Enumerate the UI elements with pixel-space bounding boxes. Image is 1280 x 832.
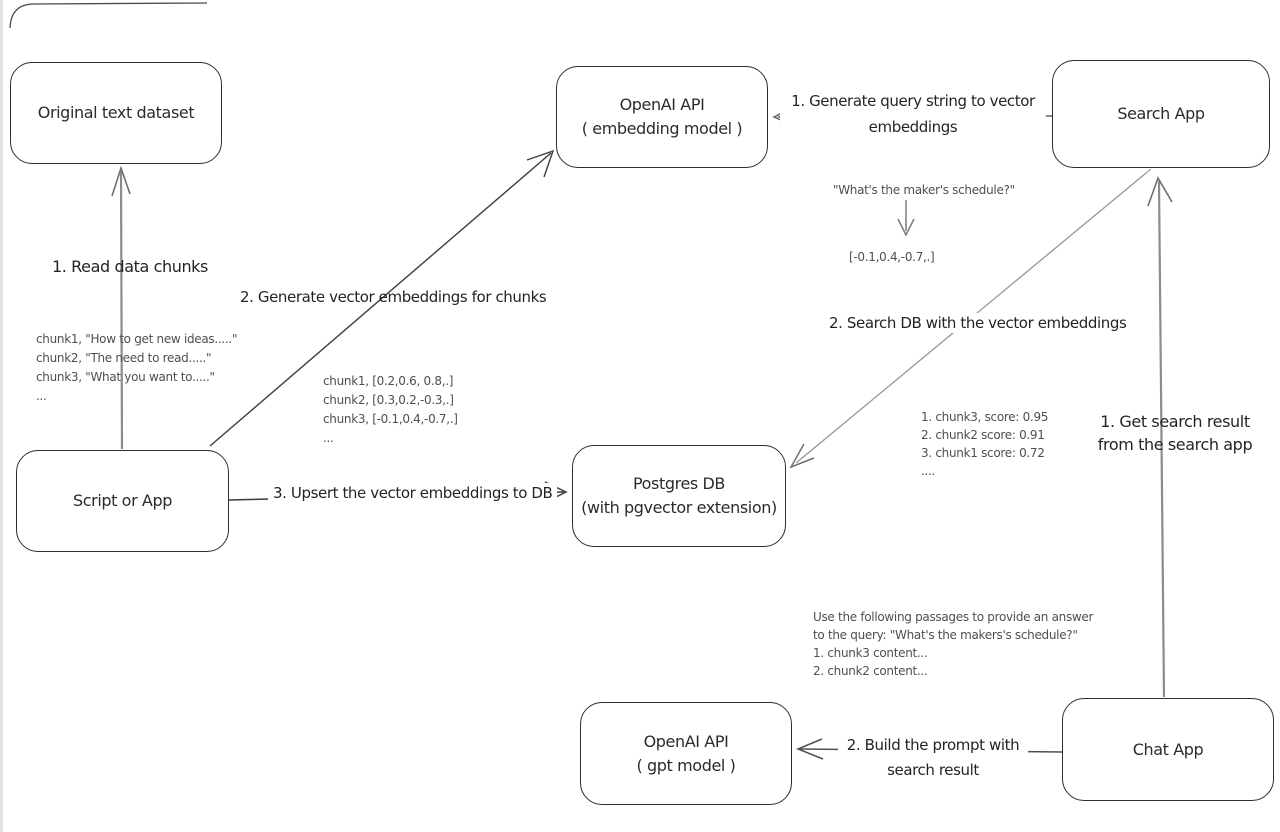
node-sublabel: (with pgvector extension)	[581, 498, 777, 517]
arrowhead-build-prompt	[796, 738, 824, 760]
node-label: Script or App	[72, 491, 172, 510]
arrow-read-data-chunks	[119, 170, 124, 450]
node-label: OpenAI API	[643, 731, 729, 751]
annotation-line: to the query: "What's the makers's sched…	[813, 628, 1078, 642]
annotation-line: chunk3, [-0.1,0.4,-0.7,.]	[323, 412, 458, 426]
arrowhead-string-to-vector	[897, 218, 915, 237]
annotation-line: ...	[323, 431, 334, 445]
annotation-prompt-text: Use the following passages to provide an…	[813, 608, 1093, 680]
arrow-get-search-result	[1157, 180, 1166, 698]
annotation-query-string: "What's the maker's schedule?"	[833, 183, 1015, 197]
arrow-generate-embeddings	[209, 152, 552, 447]
node-label: Original text dataset	[37, 103, 195, 122]
annotation-line: 1. chunk3 content...	[813, 646, 928, 660]
node-search-app: Search App	[1052, 60, 1270, 168]
annotation-vector-list: chunk1, [0.2,0.6, 0.8,.] chunk2, [0.3,0.…	[323, 372, 458, 448]
annotation-line: 2. chunk2 content...	[813, 664, 928, 678]
label-get-search-result: 1. Get search result from the search app	[1082, 410, 1268, 456]
label-read-data-chunks: 1. Read data chunks	[52, 257, 208, 276]
label-line: from the search app	[1097, 435, 1253, 454]
node-sublabel: ( embedding model )	[581, 119, 743, 138]
node-script-or-app: Script or App	[16, 450, 229, 552]
label-search-db: 2. Search DB with the vector embeddings	[824, 313, 1132, 333]
annotation-line: chunk1, [0.2,0.6, 0.8,.]	[323, 374, 454, 388]
node-original-text-dataset: Original text dataset	[10, 62, 222, 164]
annotation-line: chunk1, "How to get new ideas....."	[36, 332, 238, 346]
annotation-chunk-list: chunk1, "How to get new ideas....." chun…	[36, 330, 237, 406]
node-openai-embedding-api: OpenAI API ( embedding model )	[556, 66, 768, 168]
label-generate-embeddings: 2. Generate vector embeddings for chunks	[240, 288, 547, 306]
node-label: OpenAI API	[619, 95, 705, 114]
node-label: Chat App	[1132, 739, 1204, 759]
annotation-line: ....	[921, 464, 936, 478]
node-openai-gpt-api: OpenAI API ( gpt model )	[580, 702, 792, 805]
annotation-line: chunk3, "What you want to....."	[36, 370, 215, 384]
node-label: Postgres DB	[632, 474, 726, 493]
label-line: search result	[887, 761, 979, 779]
annotation-line: 2. chunk2 score: 0.91	[921, 428, 1045, 442]
annotation-line: ...	[36, 389, 47, 403]
arrowhead-get-search-result	[1147, 176, 1173, 207]
arrowhead-search-db	[789, 443, 815, 469]
node-chat-app: Chat App	[1062, 698, 1274, 801]
annotation-line: 1. chunk3, score: 0.95	[921, 410, 1049, 424]
label-query-to-vector: 1. Generate query string to vector embed…	[780, 87, 1046, 141]
label-line: 1. Generate query string to vector	[791, 92, 1035, 110]
annotation-search-results: 1. chunk3, score: 0.95 2. chunk2 score: …	[921, 408, 1048, 480]
node-sublabel: ( gpt model )	[636, 755, 736, 775]
arrowhead-generate-embeddings	[526, 149, 555, 178]
annotation-line: chunk2, "The need to read....."	[36, 351, 212, 365]
label-line: embeddings	[868, 118, 958, 136]
annotation-line: 3. chunk1 score: 0.72	[921, 446, 1045, 460]
label-line: 1. Get search result	[1100, 412, 1250, 431]
label-build-prompt: 2. Build the prompt with search result	[838, 732, 1028, 784]
annotation-line: chunk2, [0.3,0.2,-0.3,.]	[323, 393, 454, 407]
annotation-query-vector: [-0.1,0.4,-0.7,.]	[849, 250, 935, 264]
cropped-shape-edge	[9, 2, 208, 29]
node-postgres-db: Postgres DB (with pgvector extension)	[572, 445, 786, 547]
label-upsert-embeddings: 3. Upsert the vector embeddings to DB	[268, 483, 558, 503]
node-label: Search App	[1117, 104, 1205, 123]
annotation-line: Use the following passages to provide an…	[813, 610, 1094, 624]
label-line: 2. Build the prompt with	[846, 736, 1020, 754]
arrowhead-read-data-chunks	[111, 165, 131, 197]
